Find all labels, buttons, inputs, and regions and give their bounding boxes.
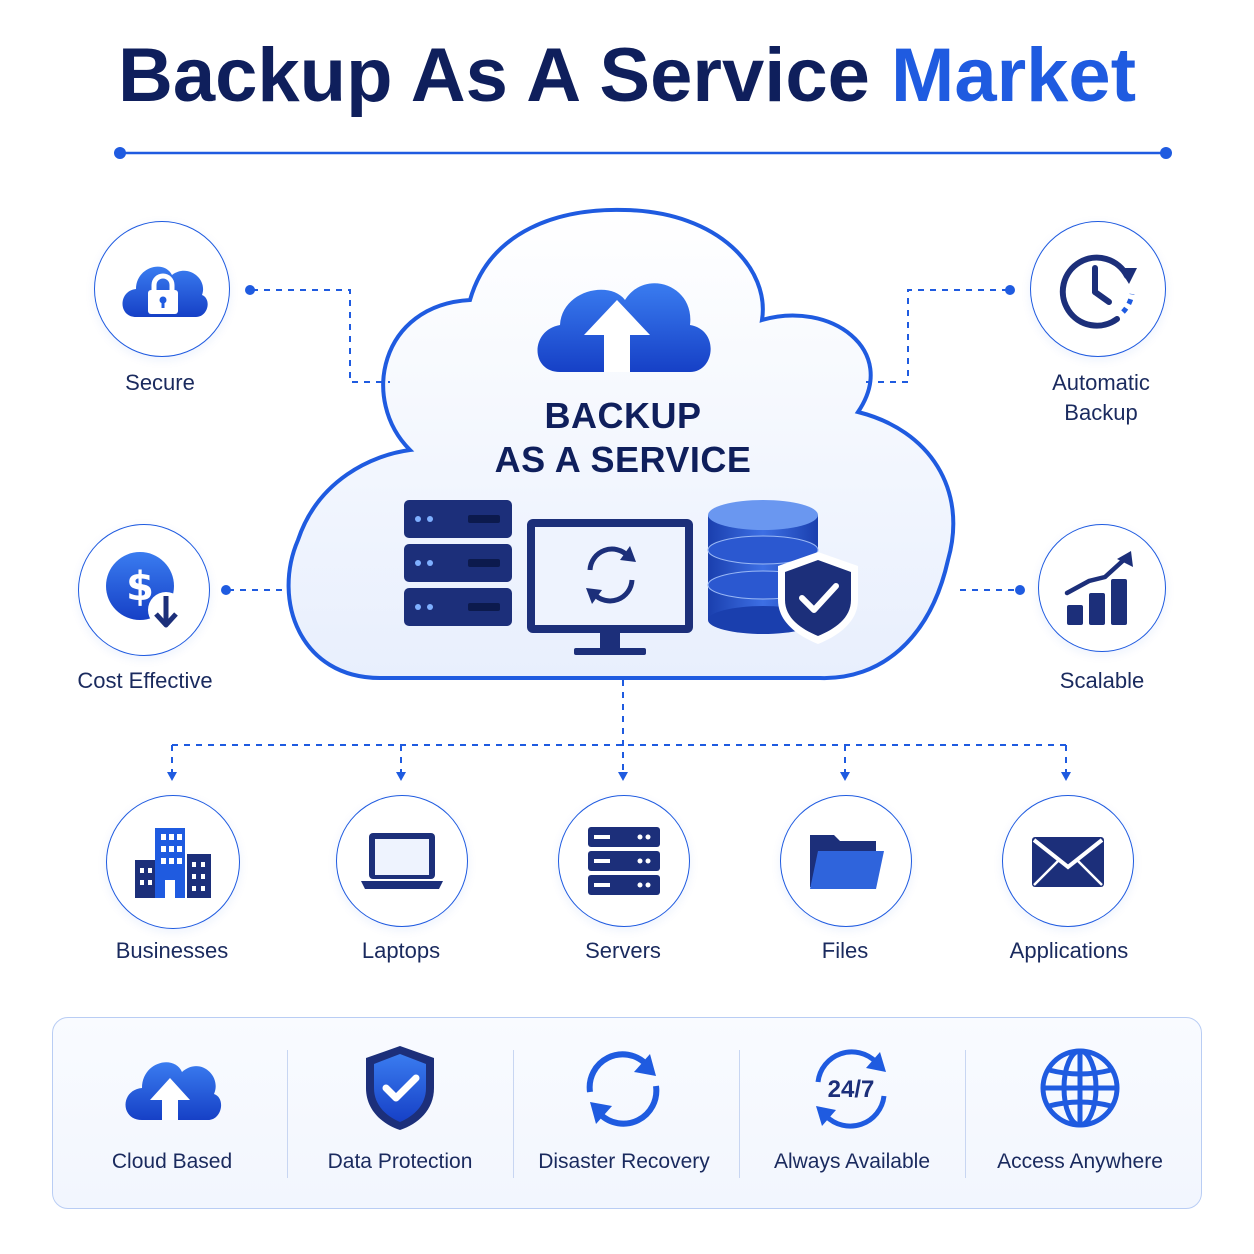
cloud-lock-icon bbox=[122, 266, 208, 317]
cloud-upload-icon bbox=[537, 283, 711, 372]
buildings-icon bbox=[135, 828, 211, 898]
feature-label-access-anywhere: Access Anywhere bbox=[997, 1150, 1163, 1173]
features-panel bbox=[52, 1017, 1202, 1209]
secure-circle bbox=[94, 221, 230, 357]
always-available-icon: 24/7 bbox=[815, 1049, 887, 1129]
monitor-sync-icon bbox=[527, 519, 693, 655]
scalable-label: Scalable bbox=[1059, 668, 1145, 693]
connector-lines bbox=[171, 289, 1067, 772]
feature-label-always-available: Always Available bbox=[773, 1150, 931, 1173]
title-accent: Market bbox=[891, 33, 1137, 118]
database-shield-icon bbox=[707, 500, 858, 644]
svg-text:$: $ bbox=[126, 564, 154, 610]
cloud-based-icon bbox=[125, 1062, 222, 1120]
clock-refresh-icon bbox=[1059, 254, 1137, 329]
files-circle bbox=[780, 795, 912, 927]
page-title: Backup As A Service Market bbox=[0, 32, 1254, 119]
laptop-icon bbox=[361, 833, 443, 889]
center-title-line2: AS A SERVICE bbox=[494, 439, 752, 480]
automatic-backup-label: Automatic Backup bbox=[1052, 370, 1150, 425]
center-title-line1: BACKUP bbox=[544, 395, 702, 436]
panel-divider bbox=[739, 1050, 740, 1178]
cost-effective-circle: $ bbox=[78, 524, 210, 656]
feature-label-cloud-based: Cloud Based bbox=[111, 1150, 233, 1173]
panel-divider bbox=[287, 1050, 288, 1178]
feature-label-disaster-recovery: Disaster Recovery bbox=[538, 1150, 710, 1173]
envelope-icon bbox=[1032, 837, 1104, 887]
servers-circle bbox=[558, 795, 690, 927]
server-stack-icon bbox=[404, 500, 512, 626]
laptops-circle bbox=[336, 795, 468, 927]
title-underline bbox=[114, 147, 1172, 159]
globe-icon bbox=[1040, 1048, 1120, 1128]
target-label-applications: Applications bbox=[1009, 938, 1129, 963]
target-label-files: Files bbox=[821, 938, 869, 963]
feature-label-data-protection: Data Protection bbox=[327, 1150, 473, 1173]
folder-icon bbox=[810, 835, 884, 889]
target-label-businesses: Businesses bbox=[115, 938, 229, 963]
panel-divider bbox=[965, 1050, 966, 1178]
title-main: Backup As A Service bbox=[117, 33, 870, 118]
scalable-circle bbox=[1038, 524, 1166, 652]
disaster-recovery-icon bbox=[586, 1051, 660, 1127]
server-rack-icon bbox=[588, 827, 660, 895]
growth-chart-icon bbox=[1064, 551, 1133, 625]
data-protection-icon bbox=[366, 1046, 434, 1130]
panel-divider bbox=[513, 1050, 514, 1178]
badge-247: 24/7 bbox=[828, 1076, 875, 1103]
cost-effective-label: Cost Effective bbox=[77, 668, 213, 693]
dollar-down-icon: $ bbox=[106, 552, 184, 628]
applications-circle bbox=[1002, 795, 1134, 927]
target-label-servers: Servers bbox=[585, 938, 661, 963]
target-label-laptops: Laptops bbox=[361, 938, 441, 963]
secure-label: Secure bbox=[125, 370, 195, 395]
businesses-circle bbox=[106, 795, 240, 929]
automatic-backup-circle bbox=[1030, 221, 1166, 357]
